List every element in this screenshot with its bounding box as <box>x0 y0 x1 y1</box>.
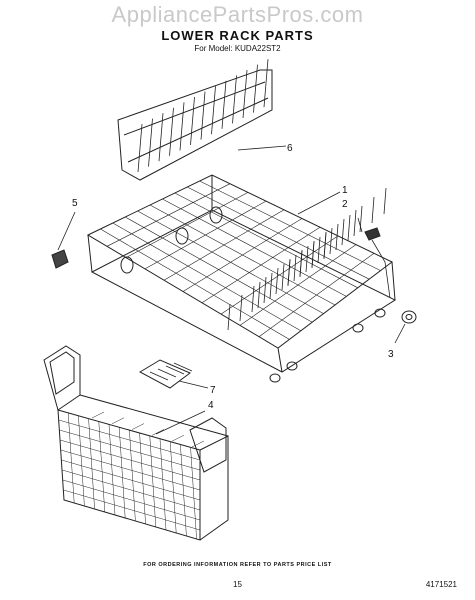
lower-rack-part-1 <box>86 174 397 373</box>
callout-4: 4 <box>208 400 214 411</box>
leader-lines <box>57 145 406 435</box>
clip-part-5 <box>51 249 69 269</box>
page-title: LOWER RACK PARTS <box>161 28 314 43</box>
callout-6: 6 <box>287 143 293 154</box>
callout-7: 7 <box>210 385 216 396</box>
rack-wheels <box>269 308 386 383</box>
watermark: AppliancePartsPros.com <box>111 2 364 27</box>
page-number: 15 <box>233 580 242 589</box>
model-line: For Model: KUDA22ST2 <box>194 44 281 53</box>
wheel-part-3 <box>401 310 417 324</box>
basket-cover-part-7 <box>138 359 193 389</box>
tine-section-part-6 <box>117 59 273 181</box>
part-code: 4171521 <box>425 580 457 589</box>
callout-1: 1 <box>342 185 348 196</box>
callout-2: 2 <box>342 199 348 210</box>
callout-5: 5 <box>72 198 78 209</box>
ordering-note: FOR ORDERING INFORMATION REFER TO PARTS … <box>143 562 332 568</box>
clip-part-2 <box>364 227 381 241</box>
callout-3: 3 <box>388 349 394 360</box>
silverware-basket-part-4 <box>43 345 229 541</box>
